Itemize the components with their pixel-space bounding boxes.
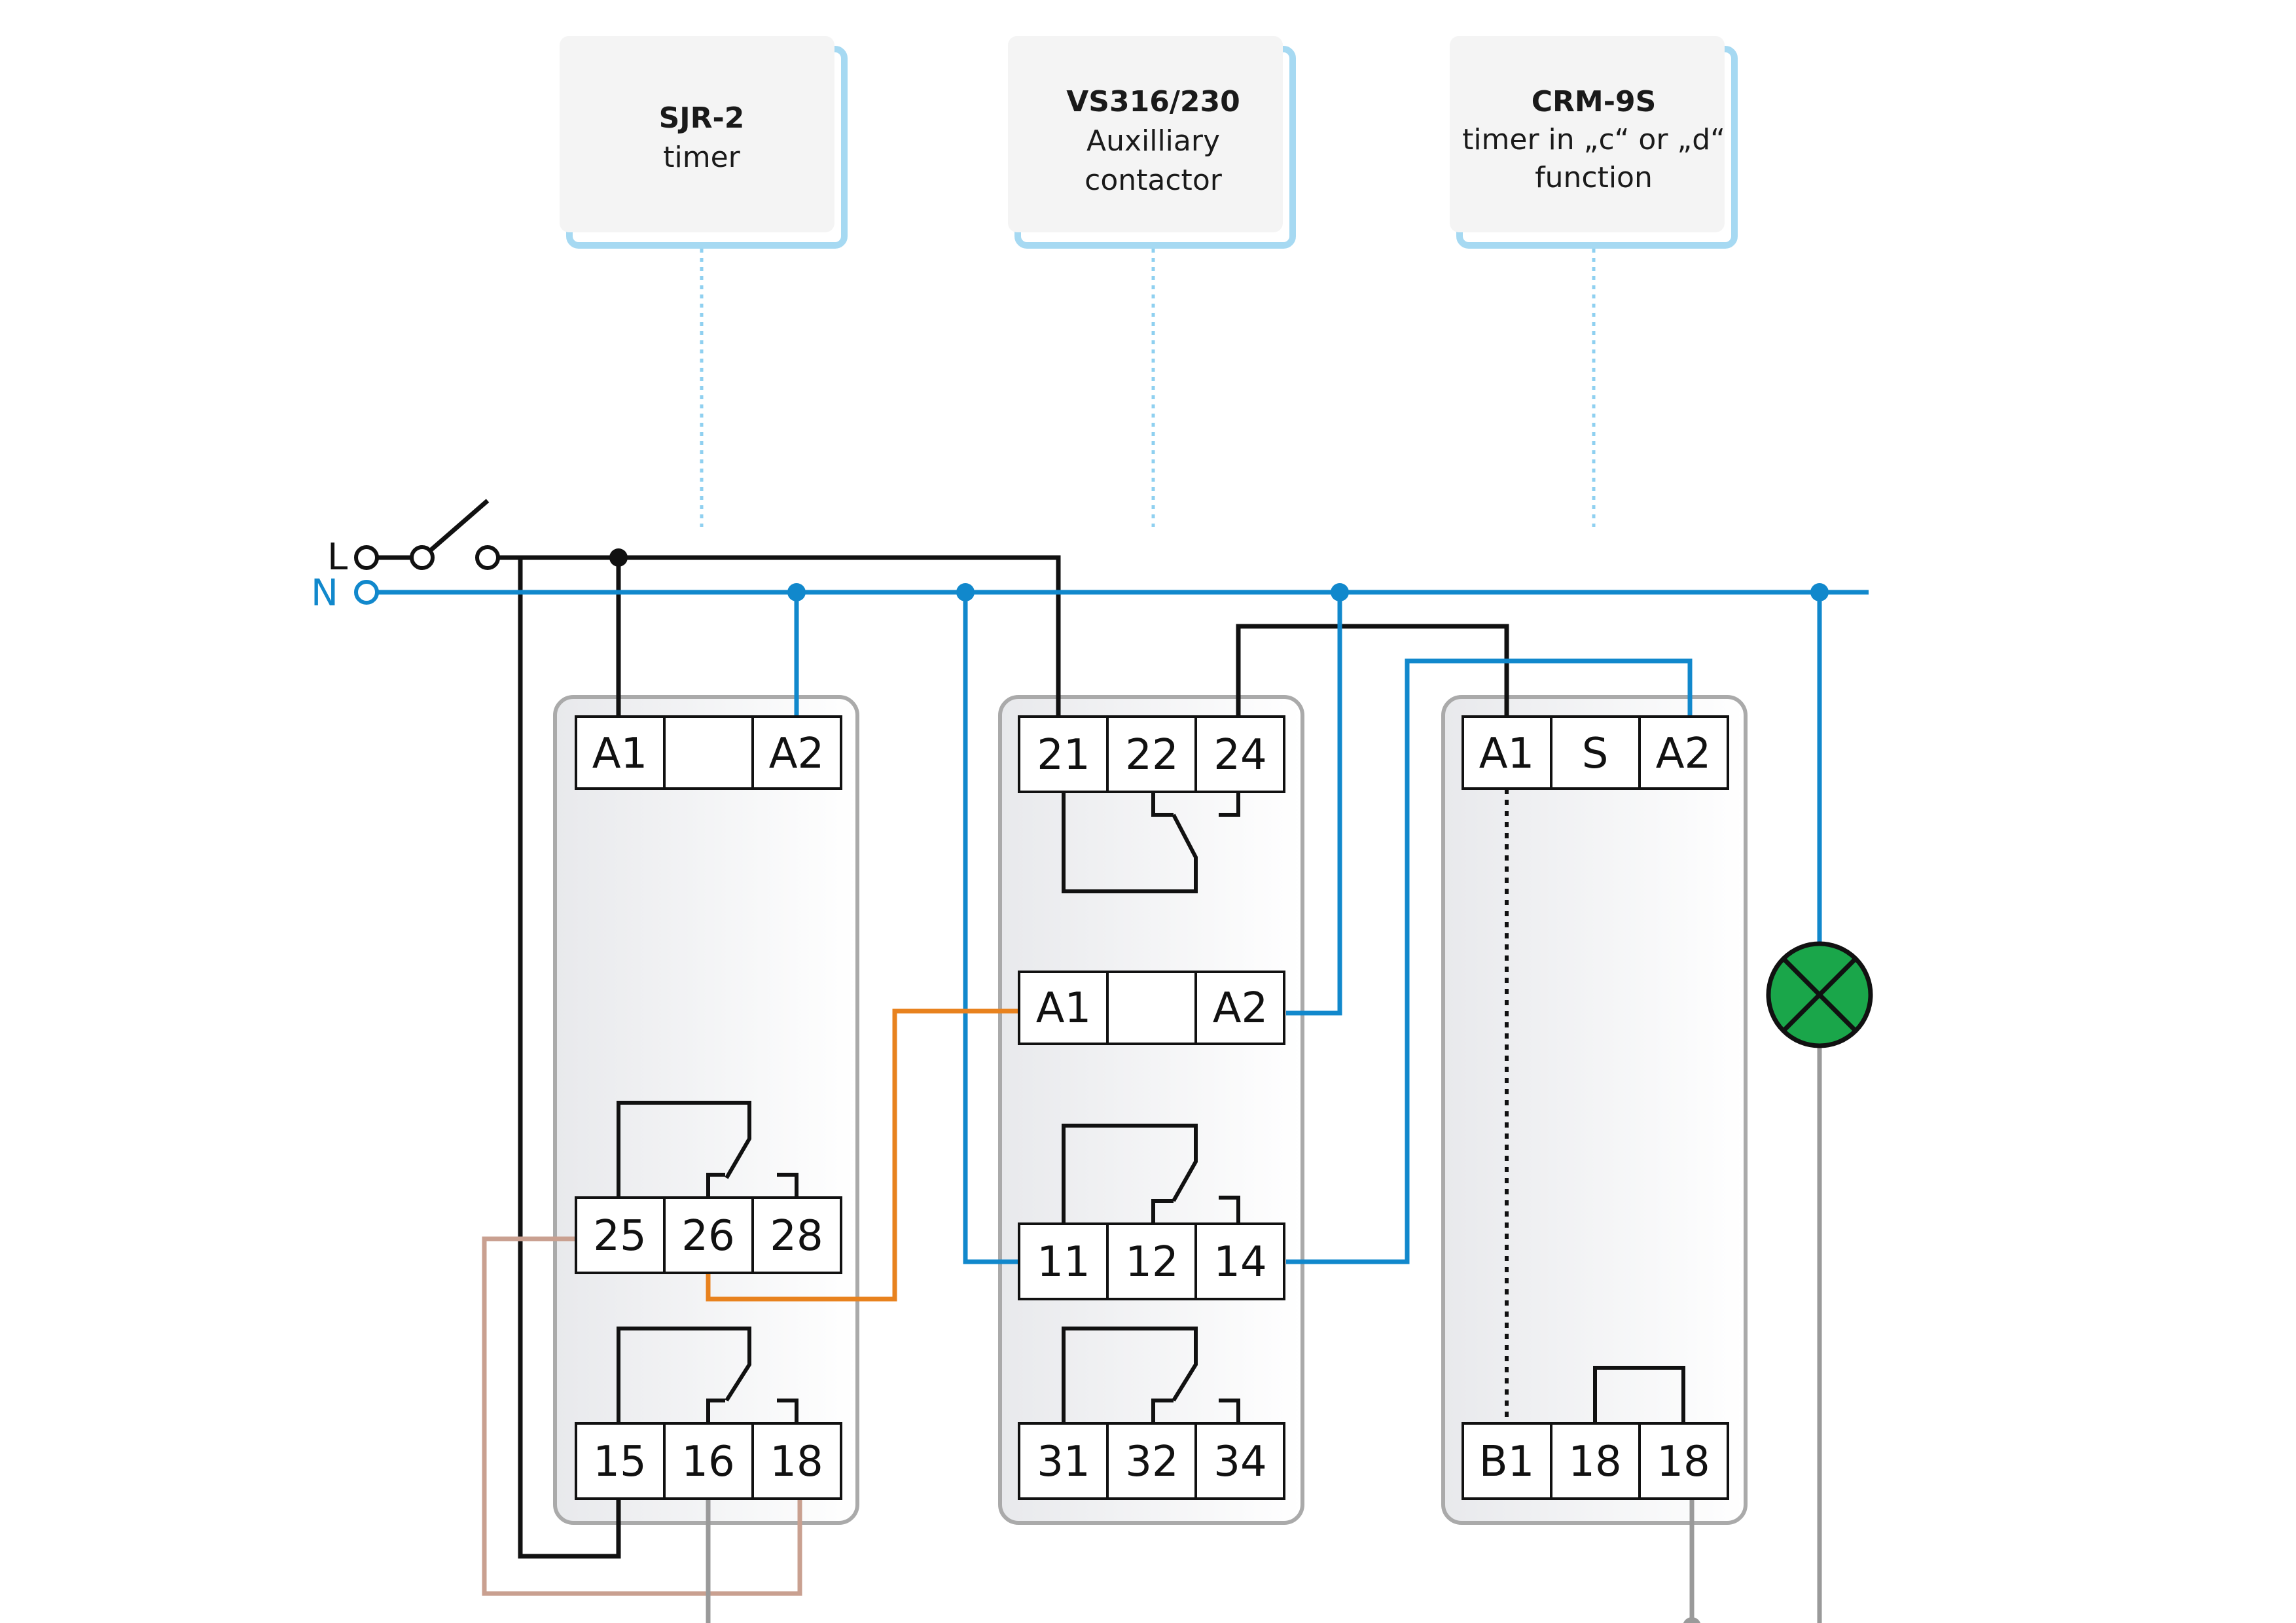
label-sjr2: SJR-2 timer [560, 36, 848, 527]
vs316-bot-terminals [1018, 1422, 1285, 1500]
vs316-term-14: 14 [1213, 1238, 1266, 1287]
vs316-term-21: 21 [1037, 731, 1090, 779]
vs316-term-a2: A2 [1213, 984, 1268, 1033]
switch-icon [354, 545, 500, 570]
vs316-term-34: 34 [1213, 1438, 1266, 1486]
sjr2-term-a2: A2 [769, 730, 825, 778]
crm9s-top-terminals [1462, 715, 1729, 790]
sjr2-bot-terminals [575, 1422, 842, 1500]
wire-orange [706, 1008, 1019, 1302]
label-vs316-sub1: Auxilliary [1086, 124, 1220, 158]
crm9s-term-a2: A2 [1656, 730, 1712, 778]
label-sjr2-title: SJR-2 [659, 101, 745, 135]
sjr2-term-26: 26 [681, 1212, 734, 1260]
vs316-top-terminals [1018, 715, 1285, 793]
crm9s-term-s: S [1582, 730, 1609, 778]
vs316-term-12: 12 [1125, 1238, 1178, 1287]
sjr2-term-a1: A1 [592, 730, 648, 778]
wire-tan [482, 1236, 802, 1596]
crm9s-term-a1: A1 [1479, 730, 1535, 778]
sjr2-term-18: 18 [770, 1438, 823, 1486]
vs316-term-11: 11 [1037, 1238, 1090, 1287]
label-crm9s-title: CRM-9S [1532, 85, 1657, 118]
junction-grey [1683, 1617, 1701, 1623]
wire-N [378, 590, 1869, 1264]
vs316-term-32: 32 [1125, 1438, 1178, 1486]
sjr2-term-28: 28 [770, 1212, 823, 1260]
contact-symbols [617, 792, 1685, 1423]
label-crm9s: CRM-9S timer in „c“ or „d“ function [1450, 36, 1738, 527]
vs316-term-a1: A1 [1036, 984, 1092, 1033]
vs316-term-31: 31 [1037, 1438, 1090, 1486]
crm9s-term-b1: B1 [1479, 1438, 1535, 1486]
sjr2-top-terminals [575, 715, 842, 790]
line-label-N: N [311, 572, 338, 615]
device-crm9s-body [1441, 695, 1748, 1525]
line-label-L: L [327, 536, 348, 579]
crm9s-term-18b: 18 [1657, 1438, 1710, 1486]
label-crm9s-sub1: timer in „c“ or „d“ [1462, 123, 1725, 156]
label-crm9s-sub2: function [1535, 161, 1653, 194]
vs316-term-22: 22 [1125, 731, 1178, 779]
wire-L [376, 499, 1509, 1559]
sjr2-term-16: 16 [681, 1438, 734, 1486]
crm9s-term-18a: 18 [1568, 1438, 1621, 1486]
lamp-indicator-icon [1766, 941, 1873, 1048]
device-vs316-body [998, 695, 1304, 1525]
vs316-coil-terminals [1018, 971, 1285, 1045]
junction-L [609, 548, 628, 567]
junctions-N [787, 583, 1829, 601]
sjr2-term-15: 15 [593, 1438, 646, 1486]
vs316-mid-terminals [1018, 1222, 1285, 1300]
sjr2-mid-terminals [575, 1196, 842, 1274]
sjr2-term-25: 25 [593, 1212, 646, 1260]
label-sjr2-sub: timer [663, 141, 740, 174]
vs316-term-24: 24 [1213, 731, 1266, 779]
label-vs316-sub2: contactor [1085, 164, 1223, 197]
n-terminal-icon [354, 580, 379, 605]
label-vs316: VS316/230 Auxilliary contactor [1008, 36, 1296, 527]
crm9s-bot-terminals [1462, 1422, 1729, 1500]
label-vs316-title: VS316/230 [1066, 85, 1240, 118]
wire-grey [706, 1047, 1822, 1623]
